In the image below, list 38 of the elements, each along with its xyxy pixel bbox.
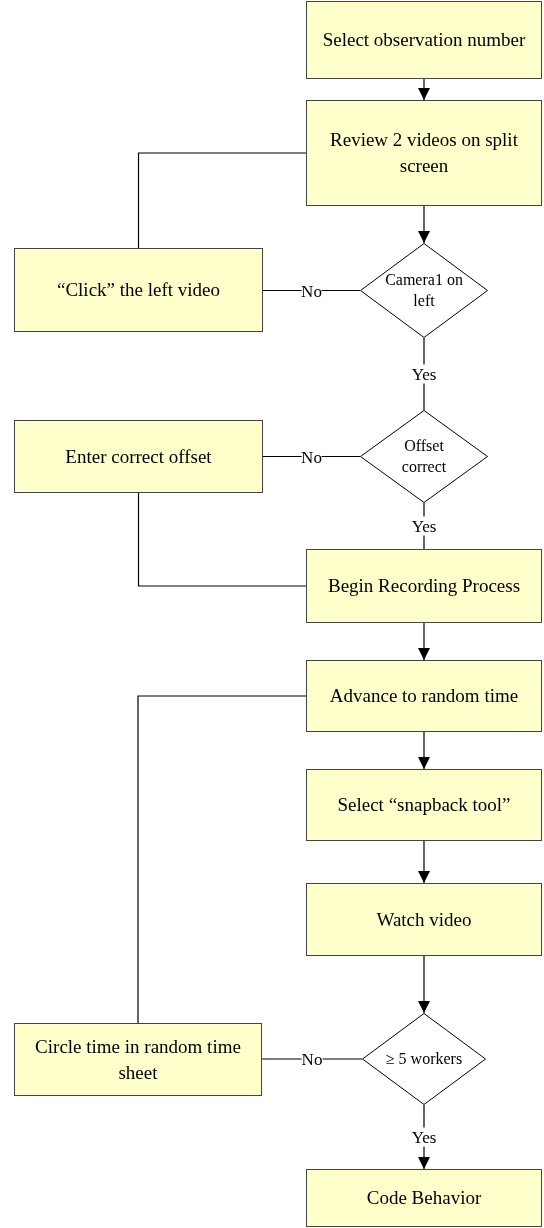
process-box [14, 420, 263, 493]
decision-diamond [360, 410, 488, 503]
process-box [306, 1169, 542, 1227]
process-label: Select “snapback tool” [337, 793, 511, 818]
process-box [306, 100, 542, 206]
decision-label: Offset correct [400, 435, 448, 477]
decision-diamond [360, 243, 488, 338]
process-box [306, 1, 542, 79]
process-box [306, 769, 542, 841]
process-box [14, 248, 263, 332]
connector-line [137, 695, 307, 1024]
edge-label: Yes [411, 516, 437, 536]
arrow [418, 78, 430, 101]
process-label: Circle time in random time sheet [34, 1034, 242, 1085]
process-label: “Click” the left video [57, 278, 220, 303]
process-label: Select observation number [322, 28, 526, 53]
connector-line [137, 492, 307, 587]
arrow [418, 955, 430, 1014]
arrow [418, 205, 430, 244]
decision-label: ≥ 5 workers [384, 1048, 464, 1069]
process-label: Watch video [376, 907, 472, 932]
process-box [14, 1023, 262, 1096]
arrow [418, 622, 430, 661]
process-label: Code Behavior [366, 1186, 482, 1211]
process-label: Advance to random time [329, 684, 519, 709]
process-label: Begin Recording Process [327, 574, 521, 599]
edge-label: Yes [411, 1127, 437, 1147]
process-label: Enter correct offset [65, 444, 212, 469]
arrow [418, 731, 430, 770]
decision-diamond [362, 1013, 486, 1105]
arrow [418, 840, 430, 884]
decision-label: Camera1 on left [384, 269, 464, 311]
connector-line [137, 152, 307, 249]
edge-label: Yes [411, 364, 437, 384]
process-box [306, 883, 542, 956]
process-label: Review 2 videos on split screen [329, 128, 519, 178]
process-box [306, 549, 542, 623]
process-box [306, 660, 542, 732]
